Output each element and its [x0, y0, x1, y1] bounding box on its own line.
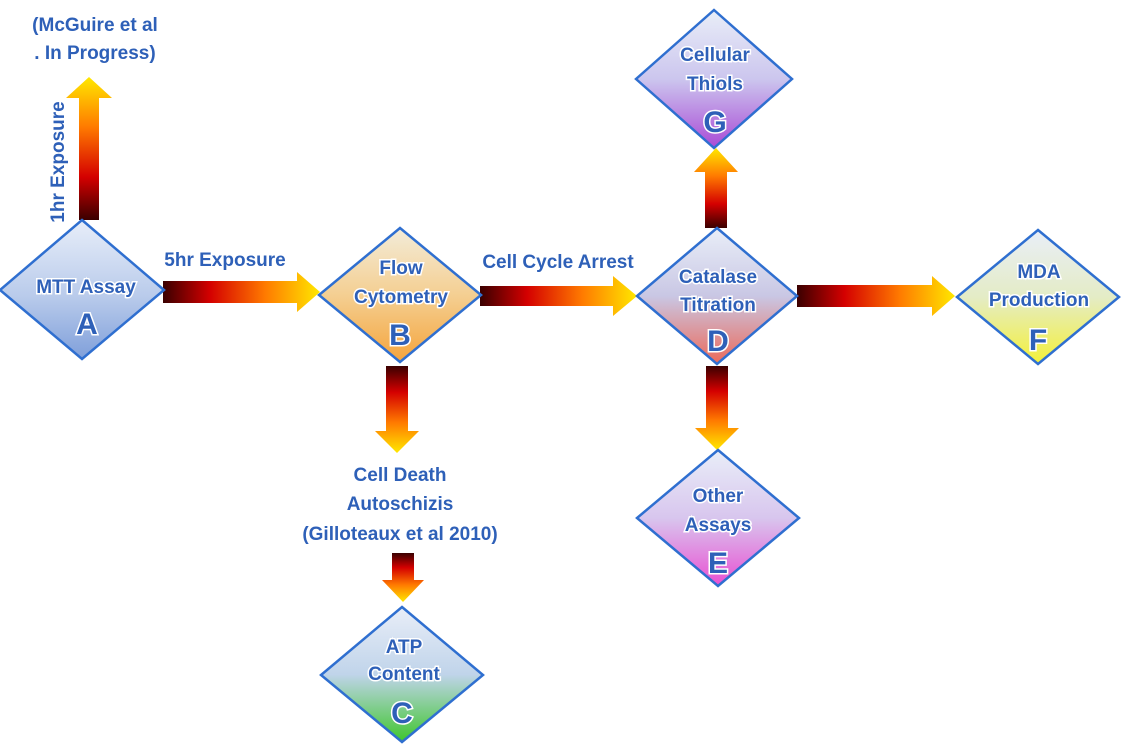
node-d: Catalase Titration D — [635, 226, 799, 366]
node-f-letter: F — [1029, 324, 1047, 357]
arrow-a-to-b — [163, 272, 320, 312]
arrow-d-to-e — [695, 366, 739, 450]
annotation-cell-death: Cell Death Autoschizis (Gilloteaux et al… — [301, 464, 499, 547]
arrow-b-to-d — [480, 276, 637, 316]
node-g-letter: G — [703, 106, 726, 139]
node-c-letter: C — [391, 697, 413, 730]
node-d-label-line2: Titration — [680, 295, 756, 316]
annotation-cell-death-line3: (Gilloteaux et al 2010) — [302, 524, 497, 545]
node-b-label-line1: Flow — [379, 258, 422, 279]
node-e-label-line2: Assays — [685, 515, 752, 536]
node-e-letter: E — [708, 547, 728, 580]
arrow-b-to-cell-death — [375, 366, 419, 453]
annotation-mcguire-line1: (McGuire et al — [32, 15, 158, 36]
node-b-label-line2: Cytometry — [354, 287, 448, 308]
annotation-mcguire-line2: . In Progress) — [34, 43, 155, 64]
node-g: Cellular Thiols G — [634, 8, 794, 150]
node-g-label-line2: Thiols — [687, 74, 743, 95]
arrow-d-to-g — [694, 148, 738, 228]
annotation-mcguire: (McGuire et al . In Progress) — [31, 14, 160, 66]
node-d-letter: D — [707, 325, 729, 358]
node-b: Flow Cytometry B — [317, 226, 483, 364]
arrow-a-up — [66, 77, 112, 220]
edge-label-a-b: 5hr Exposure — [164, 250, 285, 271]
node-f-label-line2: Production — [989, 290, 1089, 311]
node-a-label: MTT Assay — [36, 277, 136, 298]
node-a-letter: A — [76, 308, 98, 341]
annotation-cell-death-line1: Cell Death — [354, 465, 447, 486]
arrow-d-to-f — [797, 276, 955, 316]
node-f-label-line1: MDA — [1017, 262, 1061, 283]
node-a: MTT Assay A — [0, 218, 166, 361]
node-c-label-line2: Content — [368, 664, 440, 685]
node-b-letter: B — [389, 319, 411, 352]
node-f: MDA Production F — [955, 228, 1121, 366]
node-e: Other Assays E — [635, 448, 801, 588]
node-d-label-line1: Catalase — [679, 267, 757, 288]
arrow-cell-death-to-c — [382, 553, 424, 602]
node-c: ATP Content C — [319, 605, 485, 744]
node-e-label-line1: Other — [693, 486, 744, 507]
node-c-label-line1: ATP — [386, 637, 423, 658]
edge-label-a-up: 1hr Exposure — [48, 101, 69, 222]
node-g-label-line1: Cellular — [680, 45, 750, 66]
annotation-cell-death-line2: Autoschizis — [347, 494, 454, 515]
edge-label-b-d: Cell Cycle Arrest — [482, 252, 634, 273]
